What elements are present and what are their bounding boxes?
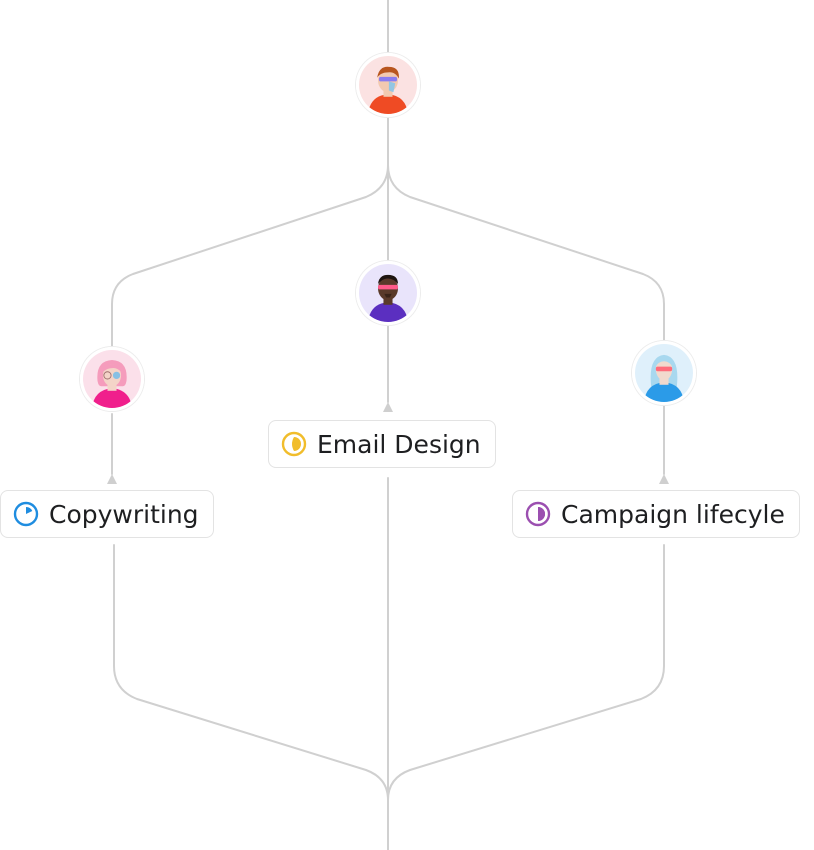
person-icon — [635, 344, 693, 402]
task-campaign-lifecycle[interactable]: Campaign lifecyle — [512, 490, 800, 538]
progress-half-icon — [281, 431, 307, 457]
progress-half-icon — [525, 501, 551, 527]
avatar-top[interactable] — [356, 53, 420, 117]
task-label: Campaign lifecyle — [561, 499, 785, 529]
task-email-design[interactable]: Email Design — [268, 420, 496, 468]
progress-quarter-icon — [13, 501, 39, 527]
avatar-right[interactable] — [632, 341, 696, 405]
person-icon — [359, 264, 417, 322]
person-icon — [83, 350, 141, 408]
connector-merge-right — [387, 544, 665, 801]
connector-split-left — [111, 117, 389, 349]
task-copywriting[interactable]: Copywriting — [0, 490, 214, 538]
arrow-head-email — [383, 402, 393, 412]
connector-merge-left — [113, 544, 389, 801]
arrow-head-copywriting — [107, 474, 117, 484]
task-label: Email Design — [317, 429, 481, 459]
task-label: Copywriting — [49, 499, 199, 529]
connector-split-right — [387, 117, 665, 341]
person-icon — [359, 56, 417, 114]
avatar-left[interactable] — [80, 347, 144, 411]
avatar-middle[interactable] — [356, 261, 420, 325]
arrow-head-campaign — [659, 474, 669, 484]
